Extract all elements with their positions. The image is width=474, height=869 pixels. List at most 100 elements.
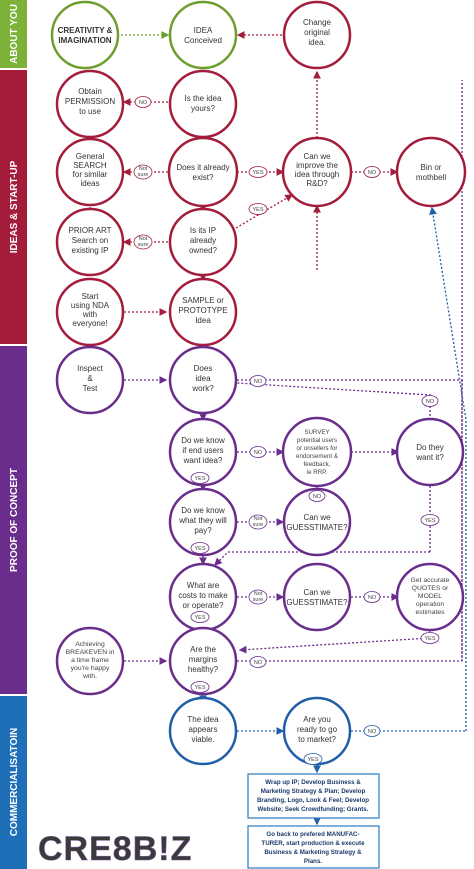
- label-no-survey: NO: [249, 446, 267, 458]
- svg-text:CRE8B!Z: CRE8B!Z: [38, 830, 192, 868]
- label-no-margins: NO: [249, 656, 267, 668]
- label-yes-market: YES: [303, 753, 323, 765]
- label-yes-pay: YES: [190, 542, 210, 554]
- label-no-bin: NO: [363, 166, 381, 178]
- label-no-permission: NO: [134, 96, 152, 108]
- section-ideas-startup: IDEAS & START-UP: [0, 70, 27, 344]
- svg-text:NO: NO: [426, 399, 435, 405]
- label-yes-exist: YES: [248, 166, 268, 178]
- label-no-they-want: NO: [421, 395, 439, 407]
- svg-text:CREATIVITY &IMAGINATION: CREATIVITY &IMAGINATION: [58, 26, 113, 45]
- section-about-you: ABOUT YOU: [0, 0, 27, 68]
- svg-text:NO: NO: [368, 595, 377, 601]
- box-wrap-up: Wrap up IP; Develop Business &Marketing …: [247, 773, 380, 819]
- box-manufacturer: Go back to prefered MANUFAC-TURER, start…: [247, 825, 380, 869]
- label-no-guesstimate: NO: [308, 490, 326, 502]
- section-ideas-startup-label: IDEAS & START-UP: [9, 160, 20, 253]
- section-proof-of-concept-label: PROOF OF CONCEPT: [9, 468, 20, 572]
- svg-text:YES: YES: [252, 170, 263, 176]
- svg-text:NO: NO: [254, 379, 263, 385]
- svg-text:NO: NO: [139, 100, 148, 106]
- svg-text:YES: YES: [194, 546, 205, 552]
- node-inspect: Inspect&Test: [55, 345, 125, 415]
- label-yes-ip: YES: [248, 203, 268, 215]
- svg-text:Inspect&Test: Inspect&Test: [77, 364, 104, 393]
- svg-text:NO: NO: [254, 660, 263, 666]
- label-yes-quotes: YES: [420, 632, 440, 644]
- logo: CRE8B!Z: [34, 822, 230, 868]
- svg-text:YES: YES: [424, 518, 435, 524]
- section-commercialisation: COMMERCIALISATOIN: [0, 696, 27, 869]
- section-proof-of-concept: PROOF OF CONCEPT: [0, 346, 27, 694]
- label-yes-costs: YES: [190, 611, 210, 623]
- svg-text:YES: YES: [307, 757, 318, 763]
- section-about-you-label: ABOUT YOU: [9, 4, 20, 64]
- node-creativity: CREATIVITY &IMAGINATION: [50, 0, 120, 70]
- svg-text:YES: YES: [424, 636, 435, 642]
- label-no-market: NO: [363, 725, 381, 737]
- svg-text:Go back to prefered MANUFAC-TU: Go back to prefered MANUFAC-TURER, start…: [261, 831, 365, 865]
- section-commercialisation-label: COMMERCIALISATOIN: [9, 728, 20, 837]
- svg-text:NO: NO: [368, 729, 377, 735]
- svg-text:NO: NO: [368, 170, 377, 176]
- label-yes-end-users: YES: [190, 472, 210, 484]
- svg-text:YES: YES: [194, 685, 205, 691]
- label-yes-margins: YES: [190, 681, 210, 693]
- svg-text:YES: YES: [252, 207, 263, 213]
- label-yes-they-want: YES: [420, 514, 440, 526]
- svg-text:YES: YES: [194, 615, 205, 621]
